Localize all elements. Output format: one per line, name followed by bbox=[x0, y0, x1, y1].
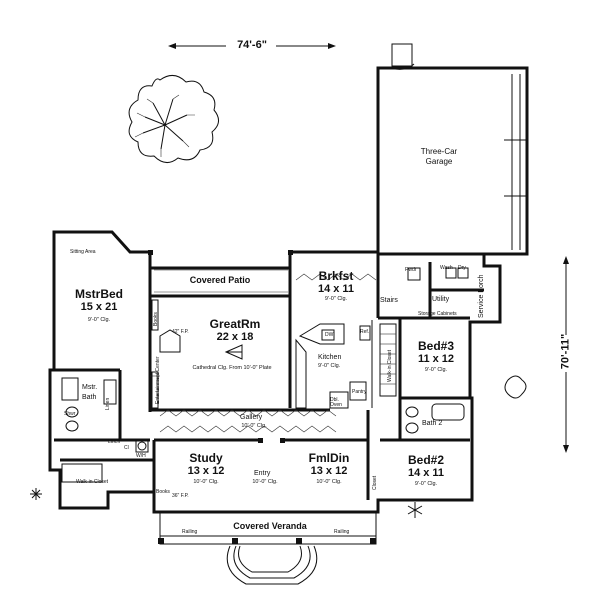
dw-label: DW bbox=[325, 332, 334, 338]
shwr-label: Shwr bbox=[64, 411, 76, 417]
linen-label-2: Linen bbox=[108, 439, 121, 445]
great-room-size: 22 x 18 bbox=[216, 331, 254, 343]
bed3-walk-in-closet-label: Walk-in Closet bbox=[387, 349, 393, 382]
tree-icon bbox=[128, 75, 219, 163]
brkfst-label: Brkfst bbox=[318, 269, 354, 283]
bed3-size: 11 x 12 bbox=[417, 353, 455, 365]
dbl-oven-label: Dbl. Oven bbox=[330, 397, 342, 408]
depth-dimension-arrow bbox=[563, 256, 569, 453]
gallery-ceiling: 10'-0" Clg. bbox=[241, 423, 267, 429]
bath-fixtures bbox=[61, 267, 469, 483]
bath2-label: Bath 2 bbox=[422, 420, 443, 427]
pantry-label: Pantry bbox=[352, 389, 367, 395]
great-room-details bbox=[150, 269, 288, 409]
garage-label: Three-Car bbox=[420, 147, 458, 156]
bed3-label: Bed#3 bbox=[417, 339, 455, 353]
patio-columns bbox=[148, 250, 293, 255]
entry-label: Entry bbox=[254, 470, 271, 477]
mstr-bath-label: Mstr. bbox=[82, 384, 98, 391]
kitchen-label: Kitchen bbox=[318, 354, 342, 361]
fmldin-ceiling: 10'-0" Clg. bbox=[316, 479, 342, 485]
kitchen-ceiling: 9'-0" Clg. bbox=[318, 363, 341, 369]
linen-label: Linen bbox=[105, 397, 111, 410]
closet-label: Closet bbox=[372, 475, 378, 490]
ref-label: Ref. bbox=[360, 329, 370, 335]
study-ceiling: 10'-0" Clg. bbox=[193, 479, 219, 485]
entry-ceiling: 10'-0" Clg. bbox=[252, 479, 278, 485]
bed2-ceiling: 9'-0" Clg. bbox=[414, 481, 438, 487]
books-label-2: Books bbox=[156, 489, 170, 495]
gallery-label: Gallery bbox=[240, 414, 263, 421]
kitchen-counters bbox=[295, 320, 373, 409]
mstr-bed-label: MstrBed bbox=[74, 287, 123, 301]
width-dimension-arrow bbox=[168, 43, 336, 49]
study-fireplace: 36" F.P. bbox=[172, 493, 189, 499]
brkfst-ceiling: 9'-0" Clg. bbox=[324, 296, 348, 302]
railing-right-label: Railing bbox=[334, 529, 350, 535]
sitting-area-label: Sitting Area bbox=[70, 249, 96, 255]
stairs-drawing bbox=[379, 323, 397, 397]
great-room-label: GreatRm bbox=[209, 317, 261, 331]
pwdr-label: Pwdr bbox=[405, 267, 417, 273]
width-dimension-label: 74'-6" bbox=[237, 39, 267, 51]
dry-label: Dry bbox=[458, 265, 466, 271]
mstr-bed-size: 15 x 21 bbox=[80, 301, 118, 313]
walk-in-closet-label: Walk-in Closet bbox=[76, 479, 109, 485]
wash-label: Wash bbox=[440, 265, 453, 271]
study-label: Study bbox=[189, 451, 223, 465]
great-room-fireplace: 42" F.P. bbox=[172, 329, 189, 335]
mstr-bed-ceiling: 9'-0" Clg. bbox=[87, 317, 111, 323]
shrub-icon bbox=[30, 375, 527, 518]
great-room-ceiling-note: Cathedral Clg. From 10'-0" Plate bbox=[192, 365, 272, 371]
books-label: Books bbox=[153, 312, 159, 326]
railing-left-label: Railing bbox=[182, 529, 198, 535]
stairs-label: Stairs bbox=[380, 297, 398, 304]
interior-walls bbox=[54, 254, 484, 500]
covered-patio-label: Covered Patio bbox=[189, 275, 251, 285]
veranda bbox=[158, 511, 377, 585]
bed3-ceiling: 9'-0" Clg. bbox=[424, 367, 448, 373]
brkfst-size: 14 x 11 bbox=[317, 283, 355, 295]
entry-columns bbox=[135, 438, 285, 453]
service-porch-label: Service Porch bbox=[478, 274, 485, 318]
utility-label: Utility bbox=[432, 296, 450, 303]
entertainment-center-label: Entertainment Center bbox=[155, 356, 161, 404]
mstr-bath-label-2: Bath bbox=[82, 394, 97, 401]
fmldin-label: FmlDin bbox=[308, 451, 350, 465]
depth-dimension-label: 70'-11" bbox=[559, 333, 572, 370]
cl-label: Cl bbox=[124, 445, 129, 451]
fmldin-size: 13 x 12 bbox=[310, 465, 348, 477]
bed2-size: 14 x 11 bbox=[407, 467, 445, 479]
covered-veranda-label: Covered Veranda bbox=[233, 521, 307, 531]
garage-label-2: Garage bbox=[425, 157, 453, 166]
wh-label: W/H bbox=[136, 453, 146, 459]
study-size: 13 x 12 bbox=[187, 465, 225, 477]
bed2-label: Bed#2 bbox=[407, 453, 445, 467]
storage-cabinets-label: Storage Cabinets bbox=[418, 311, 457, 317]
gallery-floor-pattern bbox=[159, 273, 377, 433]
